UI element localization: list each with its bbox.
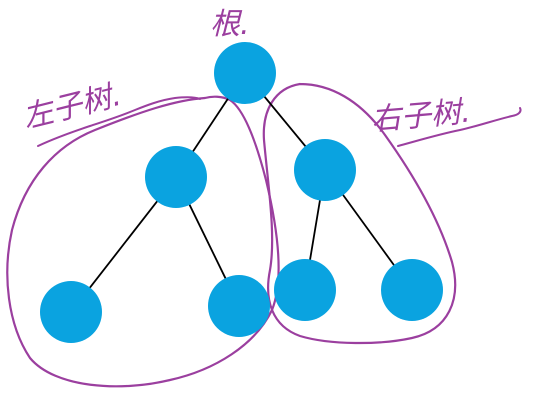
edge-left-child-to-left-left-leaf	[88, 199, 159, 290]
edge-right-child-to-right-left-leaf	[308, 198, 322, 262]
node-left-right-leaf	[208, 275, 270, 337]
left-label-underline	[37, 96, 201, 147]
node-right-right-leaf	[381, 259, 443, 321]
right-label-underline	[397, 107, 522, 147]
tree-edges	[88, 94, 396, 290]
right-subtree-outline	[262, 82, 457, 345]
left-subtree-outline	[6, 95, 280, 388]
node-right-child	[294, 139, 356, 201]
edge-right-child-to-right-right-leaf	[341, 192, 396, 268]
edge-root-to-left-child	[191, 96, 230, 154]
left-subtree-label: 左子树.	[19, 78, 124, 136]
tree-nodes	[40, 42, 443, 343]
node-right-left-leaf	[274, 259, 336, 321]
node-left-left-leaf	[40, 281, 102, 343]
node-left-child	[145, 146, 207, 208]
edge-left-child-to-left-right-leaf	[187, 202, 228, 281]
root-label: 根.	[210, 7, 250, 42]
right-subtree-label: 右子树.	[370, 94, 472, 138]
edge-root-to-right-child	[262, 94, 308, 149]
node-root	[214, 42, 276, 104]
